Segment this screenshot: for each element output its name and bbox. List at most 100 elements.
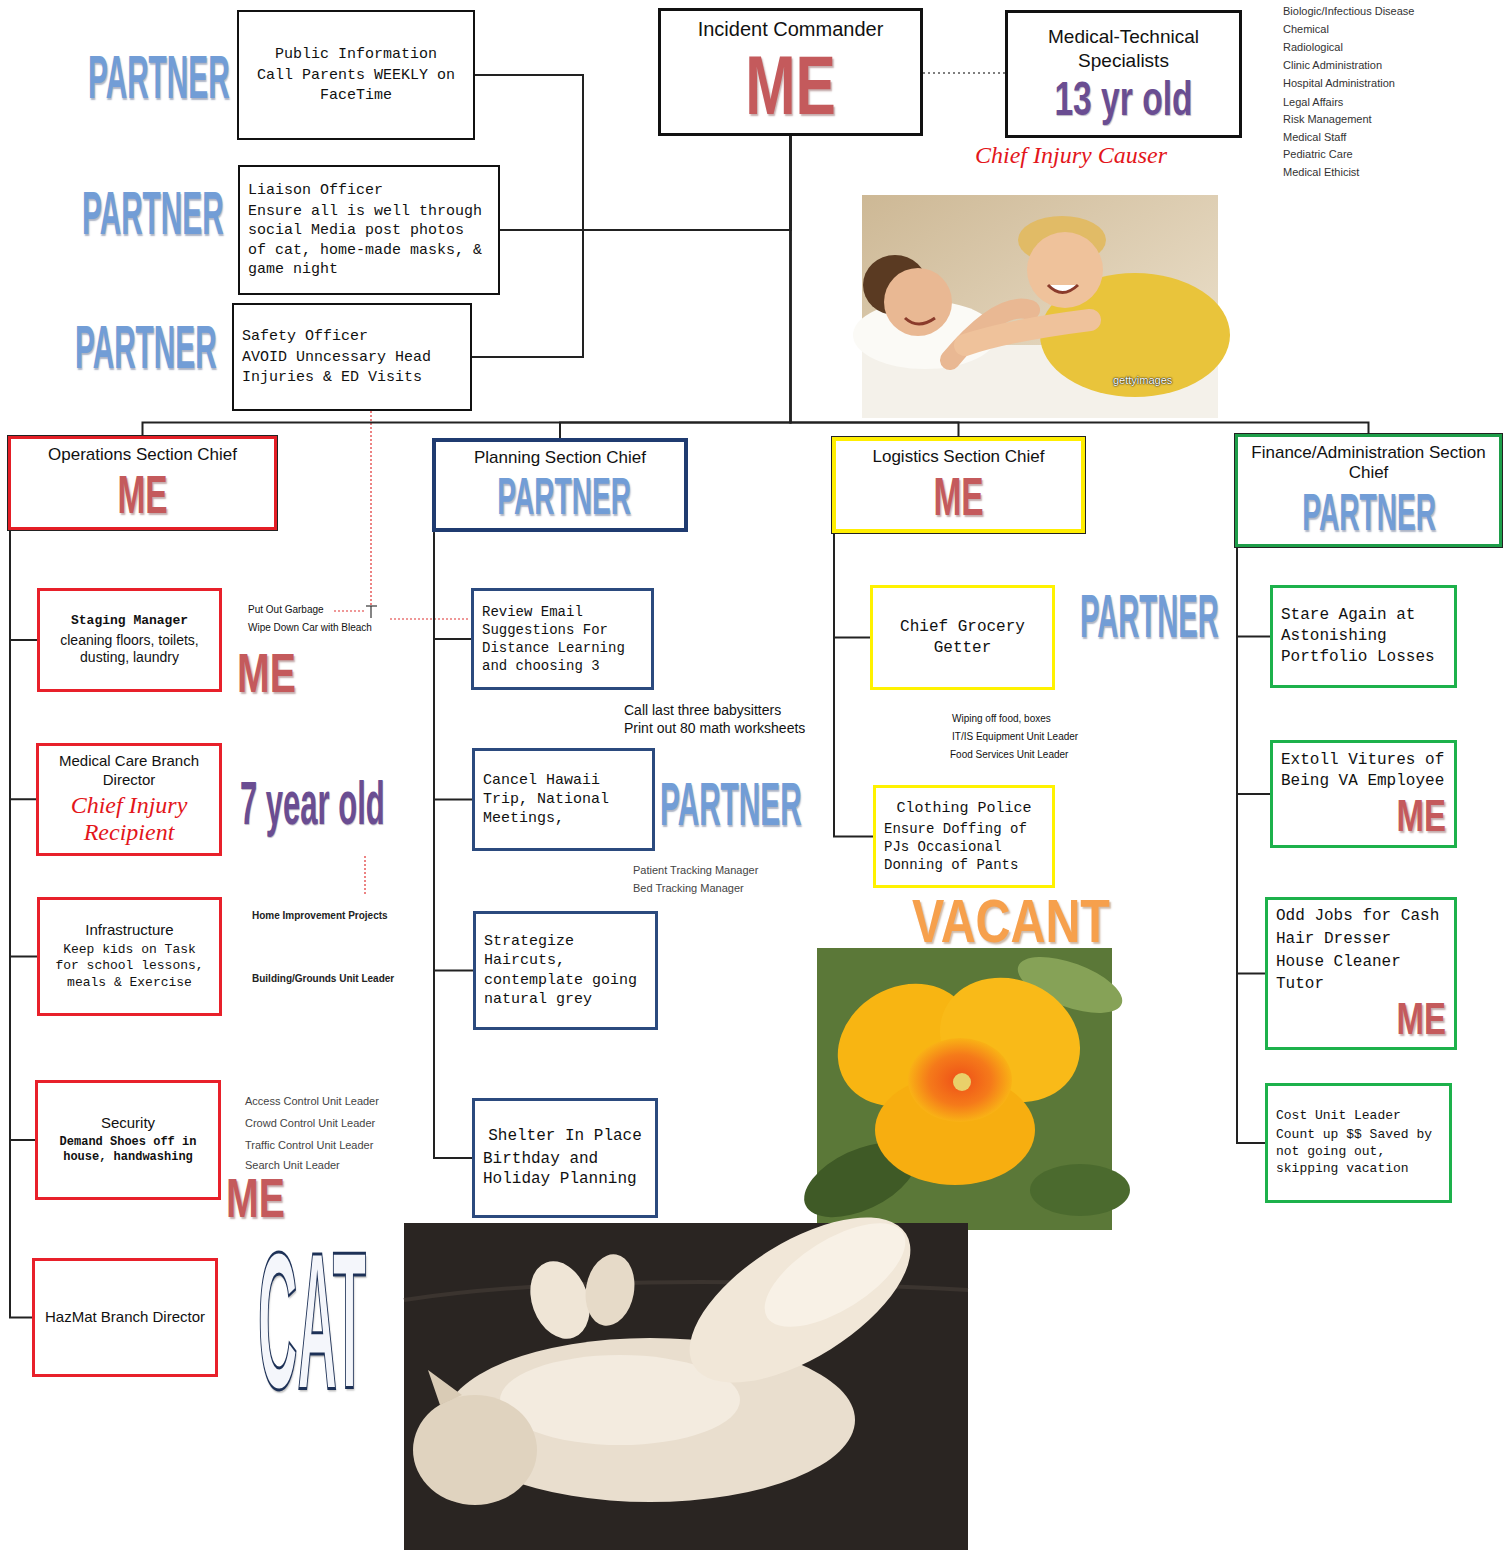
leader-tee bbox=[370, 606, 371, 618]
box-text: Ensure Doffing of PJs Occasional Donning… bbox=[884, 820, 1044, 875]
org-box: Public InformationCall Parents WEEKLY on… bbox=[237, 10, 475, 140]
org-connector bbox=[143, 136, 791, 436]
name-tag: PARTNER bbox=[1302, 486, 1434, 538]
org-box: Finance/Administration Section ChiefPART… bbox=[1235, 434, 1502, 547]
org-box: Odd Jobs for CashHair DresserHouse Clean… bbox=[1265, 897, 1457, 1050]
name-tag: PARTNER bbox=[497, 470, 622, 522]
cat-ear bbox=[428, 1370, 462, 1405]
box-heading: Odd Jobs for Cash bbox=[1276, 906, 1446, 927]
box-heading: Cost Unit Leader bbox=[1276, 1108, 1441, 1125]
box-heading: Operations Section Chief bbox=[19, 445, 266, 465]
side-note: Wipe Down Car with Bleach bbox=[247, 622, 373, 634]
org-connector bbox=[10, 530, 32, 1317]
org-box: Medical Care Branch DirectorChief Injury… bbox=[36, 743, 222, 856]
org-connector bbox=[560, 136, 791, 438]
name-tag: PARTNER bbox=[82, 182, 224, 244]
name-tag: VACANT bbox=[912, 890, 1110, 952]
box-heading: Staging Manager bbox=[48, 613, 211, 630]
org-connector bbox=[1237, 547, 1270, 637]
dotted-leader bbox=[370, 411, 371, 606]
poppy-center bbox=[908, 1038, 1012, 1122]
org-box: Clothing PoliceEnsure Doffing of PJs Occ… bbox=[873, 785, 1055, 888]
side-note: Home Improvement Projects bbox=[251, 910, 389, 922]
side-note: Food Services Unit Leader bbox=[949, 749, 1069, 761]
org-box: Shelter In PlaceBirthday and Holiday Pla… bbox=[472, 1098, 658, 1218]
name-tag: ME bbox=[1319, 997, 1447, 1041]
org-box: Review Email Suggestions For Distance Le… bbox=[471, 588, 654, 690]
box-text: Call Parents WEEKLY on FaceTime bbox=[247, 66, 465, 104]
org-connector bbox=[834, 533, 873, 836]
box-text: Count up $$ Saved by not going out, skip… bbox=[1276, 1127, 1441, 1178]
boy-mouth bbox=[1048, 285, 1078, 293]
cat-head bbox=[413, 1395, 537, 1505]
dotted-leader bbox=[390, 618, 470, 619]
side-note: IT/IS Equipment Unit Leader bbox=[951, 731, 1079, 743]
org-box: Stare Again at Astonishing Portfolio Los… bbox=[1270, 585, 1457, 688]
org-connector bbox=[834, 533, 870, 637]
org-connector bbox=[472, 136, 791, 357]
name-tag: CAT bbox=[258, 1223, 366, 1418]
org-box: Safety OfficerAVOID Unncessary Head Inju… bbox=[232, 303, 472, 411]
org-connector bbox=[434, 532, 472, 799]
org-connector bbox=[500, 136, 791, 230]
side-note: Put Out Garbage bbox=[247, 604, 325, 616]
side-note: Print out 80 math worksheets bbox=[623, 720, 806, 738]
box-heading: Clothing Police bbox=[884, 799, 1044, 818]
name-tag: PARTNER bbox=[660, 773, 802, 835]
box-heading: Medical-Technical Specialists bbox=[1016, 25, 1231, 73]
box-heading: Shelter In Place bbox=[483, 1126, 647, 1147]
org-box: Medical-Technical Specialists13 yr old bbox=[1005, 10, 1242, 138]
name-tag: PARTNER bbox=[75, 316, 217, 378]
org-connector bbox=[434, 532, 472, 1158]
side-note: Wiping off food, boxes bbox=[951, 713, 1052, 725]
name-tag: PARTNER bbox=[1080, 585, 1219, 647]
boy-arm bbox=[965, 320, 1090, 345]
stamen bbox=[953, 1073, 971, 1091]
side-note: Traffic Control Unit Leader bbox=[244, 1139, 374, 1152]
name-tag: ME bbox=[226, 1170, 285, 1226]
org-box: Planning Section ChiefPARTNER bbox=[432, 438, 688, 532]
box-text: Keep kids on Task for school lessons, me… bbox=[48, 942, 211, 993]
box-text: Chief Injury Recipient bbox=[47, 792, 211, 847]
name-tag: ME bbox=[888, 469, 1030, 523]
org-box: Cost Unit LeaderCount up $$ Saved by not… bbox=[1265, 1083, 1452, 1203]
org-box: Incident CommanderME bbox=[658, 8, 923, 136]
box-heading: Extoll Vitures of Being VA Employee bbox=[1281, 750, 1446, 792]
box-heading: Liaison Officer bbox=[248, 181, 490, 200]
cat-tail bbox=[663, 1185, 936, 1416]
org-connector bbox=[1237, 547, 1265, 1143]
side-note: Risk Management bbox=[1283, 113, 1372, 126]
org-connector bbox=[791, 136, 1369, 434]
leaf bbox=[1030, 1164, 1130, 1216]
box-heading: Logistics Section Chief bbox=[844, 447, 1073, 467]
side-note: Call last three babysitters bbox=[623, 702, 782, 720]
org-box: Liaison OfficerEnsure all is well throug… bbox=[238, 165, 500, 295]
boy-face bbox=[884, 268, 952, 336]
org-connector bbox=[1237, 547, 1265, 974]
box-heading: Stare Again at Astonishing Portfolio Los… bbox=[1281, 605, 1446, 667]
poppy-photo bbox=[793, 946, 1130, 1233]
box-text: Tutor bbox=[1276, 974, 1446, 995]
side-note: Medical Staff bbox=[1283, 131, 1346, 144]
box-heading: Finance/Administration Section Chief bbox=[1246, 443, 1491, 484]
org-box: SecurityDemand Shoes off in house, handw… bbox=[35, 1080, 221, 1200]
org-connector bbox=[10, 530, 36, 799]
box-text: AVOID Unncessary Head Injuries & ED Visi… bbox=[242, 348, 462, 386]
box-heading: Strategize Haircuts, contemplate going n… bbox=[484, 932, 647, 1009]
org-connector bbox=[923, 72, 1005, 74]
box-heading: Incident Commander bbox=[669, 17, 912, 41]
name-tag: 7 year old bbox=[240, 772, 385, 834]
side-note: gettyimages bbox=[1113, 374, 1172, 387]
box-heading: Safety Officer bbox=[242, 327, 462, 346]
org-box: Logistics Section ChiefME bbox=[832, 437, 1085, 533]
cat-tail bbox=[749, 1203, 922, 1347]
side-note: Medical Ethicist bbox=[1283, 166, 1359, 179]
box-heading: Cancel Hawaii Trip, National Meetings, bbox=[483, 771, 644, 829]
boy-face bbox=[1027, 232, 1103, 308]
org-connector bbox=[10, 530, 37, 956]
org-connector bbox=[10, 530, 35, 1140]
box-text: cleaning floors, toilets, dusting, laund… bbox=[48, 632, 211, 667]
box-heading: Security bbox=[46, 1114, 210, 1133]
name-tag: ME bbox=[1322, 794, 1446, 838]
kids-photo bbox=[853, 195, 1230, 418]
